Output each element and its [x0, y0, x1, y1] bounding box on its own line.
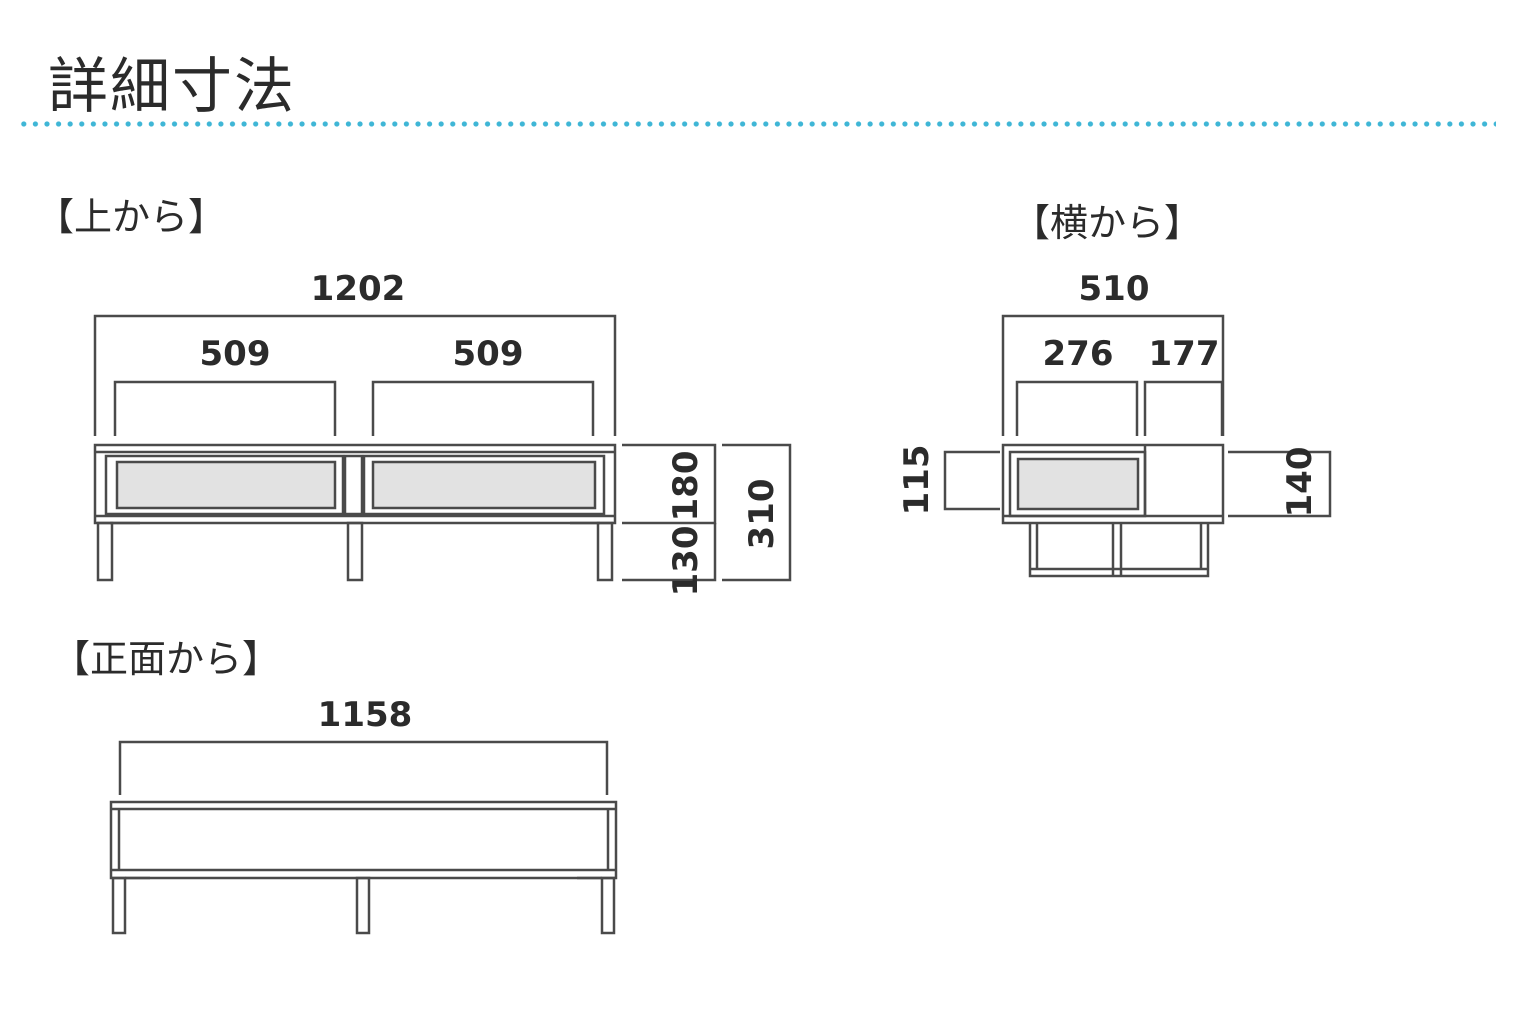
section-label-front: 【正面から】 [52, 637, 281, 681]
dim-line-rear-depth [1143, 380, 1224, 436]
right-drawer-frame [362, 454, 606, 516]
leg [355, 876, 371, 935]
page-title: 詳細寸法 [48, 52, 296, 122]
dim-line-drawer-height [943, 450, 1000, 511]
front-cabinet-body [109, 800, 618, 880]
left-drawer-frame [104, 454, 345, 516]
dim-side-body-height: 140 [1280, 447, 1320, 518]
center-divider [343, 454, 364, 516]
dim-drawer-height: 115 [897, 445, 937, 516]
dim-inner-width: 1158 [318, 695, 413, 735]
section-label-side: 【横から】 [1012, 201, 1203, 245]
dim-line-drawer-depth [1015, 380, 1139, 436]
dim-overall-depth: 510 [1079, 269, 1150, 309]
dim-drawer-depth: 276 [1043, 334, 1114, 374]
dim-line-overall-width [93, 314, 617, 436]
left-drawer-panel [115, 460, 337, 510]
right-drawer-panel [371, 460, 597, 510]
dim-line-total-height [722, 443, 792, 582]
front-view [109, 740, 618, 935]
leg [600, 876, 616, 935]
dim-line-overall-depth [1001, 314, 1225, 436]
dim-body-height: 180 [666, 451, 706, 522]
dotted-divider [18, 120, 1496, 128]
dim-line-side-body-height [1228, 450, 1332, 518]
section-label-top: 【上から】 [36, 195, 227, 239]
leg [596, 521, 614, 582]
dim-line-left-drawer [113, 380, 337, 436]
dim-line-body-height [622, 443, 717, 525]
dim-right-drawer-width: 509 [453, 334, 524, 374]
leg [346, 521, 364, 582]
side-base-frame [1028, 523, 1210, 578]
leg [111, 876, 127, 935]
dim-line-leg-height [622, 523, 717, 582]
dim-total-height: 310 [742, 479, 782, 550]
leg [96, 521, 114, 582]
dim-line-right-drawer [371, 380, 595, 436]
dim-overall-width: 1202 [311, 269, 406, 309]
dim-rear-depth: 177 [1149, 334, 1220, 374]
side-drawer-panel [1016, 457, 1140, 511]
dim-left-drawer-width: 509 [200, 334, 271, 374]
dim-line-inner-width [118, 740, 609, 795]
top-view [93, 314, 792, 582]
side-view [943, 314, 1332, 578]
dim-leg-height: 130 [666, 526, 706, 597]
